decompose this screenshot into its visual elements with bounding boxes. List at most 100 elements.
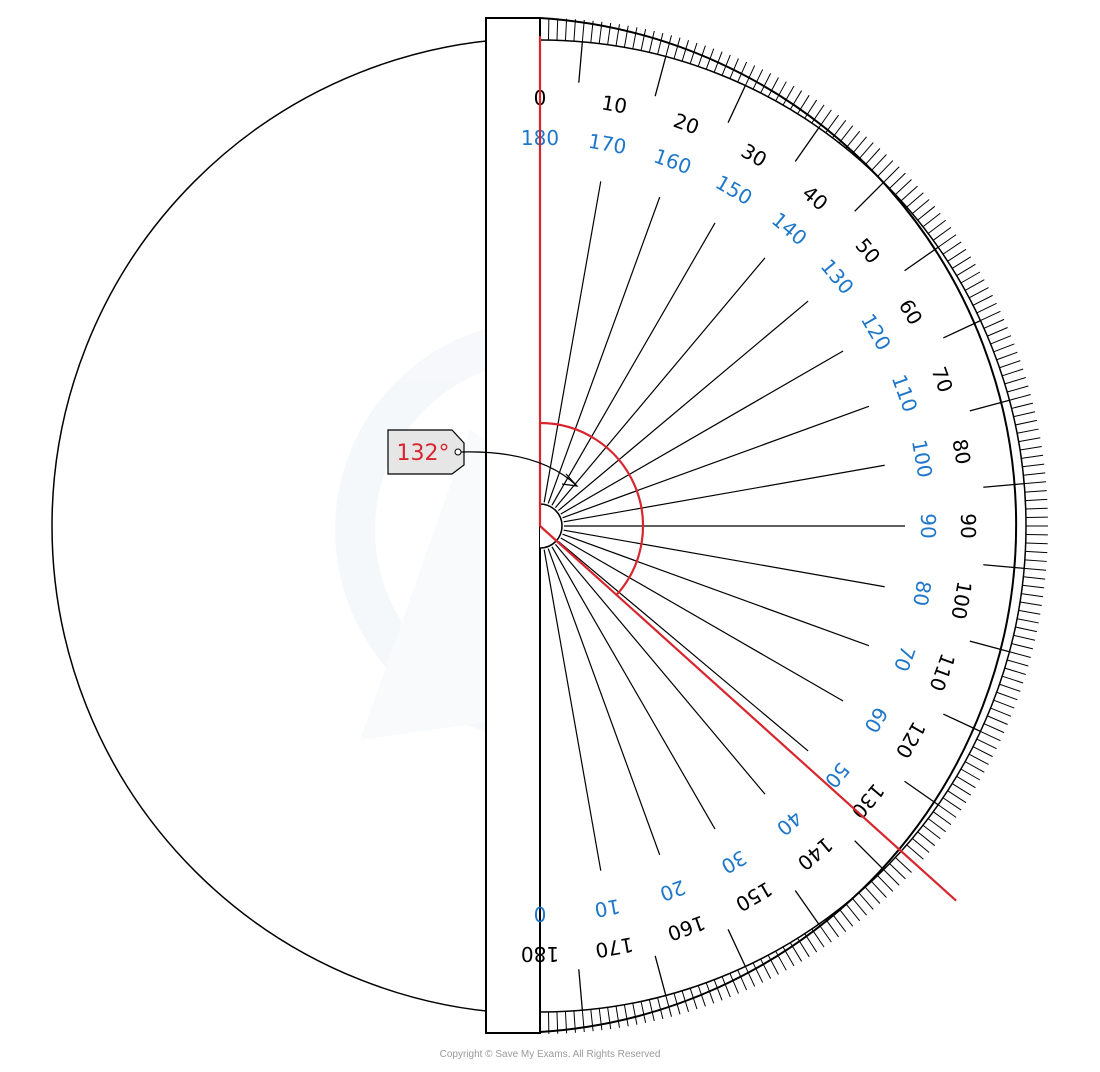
degree-tick xyxy=(889,172,906,189)
degree-ray xyxy=(557,300,809,512)
five-degree-mark xyxy=(794,890,820,925)
degree-tick xyxy=(811,928,825,948)
degree-tick xyxy=(689,42,698,64)
degree-tick xyxy=(858,892,874,910)
five-degree-mark xyxy=(943,713,981,732)
degree-tick xyxy=(960,271,981,284)
degree-tick xyxy=(983,318,1005,329)
degree-tick xyxy=(556,1011,559,1034)
degree-tick xyxy=(838,125,854,144)
degree-ray xyxy=(557,540,809,752)
degree-tick xyxy=(987,327,1008,337)
degree-tick xyxy=(797,94,810,115)
five-degree-mark xyxy=(904,246,939,272)
degree-tick xyxy=(590,20,594,43)
degree-tick xyxy=(951,783,972,796)
degree-tick xyxy=(889,863,906,880)
degree-tick xyxy=(937,234,957,248)
degree-tick xyxy=(615,24,620,47)
degree-tick xyxy=(804,933,818,953)
degree-tick xyxy=(689,988,698,1010)
degree-tick xyxy=(697,45,706,67)
five-degree-mark xyxy=(854,840,885,871)
degree-tick xyxy=(1009,394,1031,401)
degree-ticks xyxy=(539,18,1048,1034)
five-degree-mark xyxy=(794,127,820,162)
degree-tick xyxy=(895,179,912,195)
degree-tick xyxy=(864,886,881,904)
degree-tick xyxy=(1025,498,1048,502)
degree-tick xyxy=(648,30,655,53)
degree-tick xyxy=(845,130,861,149)
degree-tick xyxy=(713,979,723,1001)
degree-tick xyxy=(598,1008,603,1031)
degree-tick xyxy=(825,918,839,938)
degree-tick xyxy=(947,790,967,804)
degree-tick xyxy=(832,119,847,139)
degree-tick xyxy=(883,869,900,886)
angle-arc xyxy=(539,421,645,596)
degree-tick xyxy=(640,28,647,51)
degree-tick xyxy=(1024,567,1047,571)
degree-tick xyxy=(968,287,989,299)
pointer-arrowhead xyxy=(561,473,579,487)
degree-ray xyxy=(551,546,716,830)
five-degree-mark xyxy=(983,564,1025,570)
outer-scale-label: 180 xyxy=(521,942,559,966)
degree-tick xyxy=(1007,385,1029,393)
degree-tick xyxy=(917,831,936,847)
degree-tick xyxy=(1021,454,1044,459)
degree-tick xyxy=(1016,428,1039,434)
degree-tick xyxy=(911,199,930,214)
degree-tick xyxy=(607,22,612,45)
inner-scale-label: 0 xyxy=(534,902,547,926)
degree-tick xyxy=(744,966,756,987)
degree-tick xyxy=(632,1002,638,1025)
degree-tick xyxy=(564,1011,568,1034)
degree-tick xyxy=(1004,667,1026,676)
degree-tick xyxy=(657,32,664,55)
degree-tick xyxy=(640,1001,647,1024)
five-degree-mark xyxy=(654,955,667,996)
degree-tick xyxy=(729,58,739,79)
degree-tick xyxy=(623,1004,629,1027)
degree-tick xyxy=(721,54,731,76)
measurement-lines xyxy=(538,36,957,902)
degree-tick xyxy=(917,205,936,221)
degree-tick xyxy=(1021,593,1044,598)
degree-tick xyxy=(964,761,985,773)
degree-tick xyxy=(811,104,825,124)
five-degree-mark xyxy=(983,482,1025,488)
outer-scale-label: 10 xyxy=(600,90,629,118)
centre-hole xyxy=(539,503,563,549)
degree-tick xyxy=(665,35,672,57)
ruler-strip xyxy=(485,17,541,1034)
protractor-outer-arc xyxy=(539,17,1018,1033)
five-degree-mark xyxy=(943,320,981,339)
degree-tick xyxy=(818,109,832,129)
degree-tick xyxy=(760,73,772,94)
degree-tick xyxy=(968,753,989,765)
degree-tick xyxy=(1022,584,1045,589)
five-degree-mark xyxy=(854,181,885,212)
degree-tick xyxy=(1024,559,1047,562)
degree-tick xyxy=(927,219,947,234)
degree-tick xyxy=(752,962,764,983)
degree-tick xyxy=(665,995,672,1017)
degree-tick xyxy=(767,77,779,98)
degree-tick xyxy=(951,256,972,269)
degree-tick xyxy=(673,37,681,59)
degree-tick xyxy=(681,990,690,1012)
degree-tick xyxy=(713,51,723,73)
copyright-notice: Copyright © Save My Exams. All Rights Re… xyxy=(439,1049,661,1060)
degree-tick xyxy=(615,1005,620,1028)
degree-tick xyxy=(1023,576,1046,580)
degree-tick xyxy=(648,999,655,1022)
degree-tick xyxy=(990,335,1012,345)
degree-tick xyxy=(871,881,887,898)
degree-tick xyxy=(858,142,874,160)
degree-tick xyxy=(1009,651,1031,658)
degree-tick xyxy=(744,65,756,86)
degree-tick xyxy=(1002,368,1024,377)
degree-tick xyxy=(832,913,847,933)
